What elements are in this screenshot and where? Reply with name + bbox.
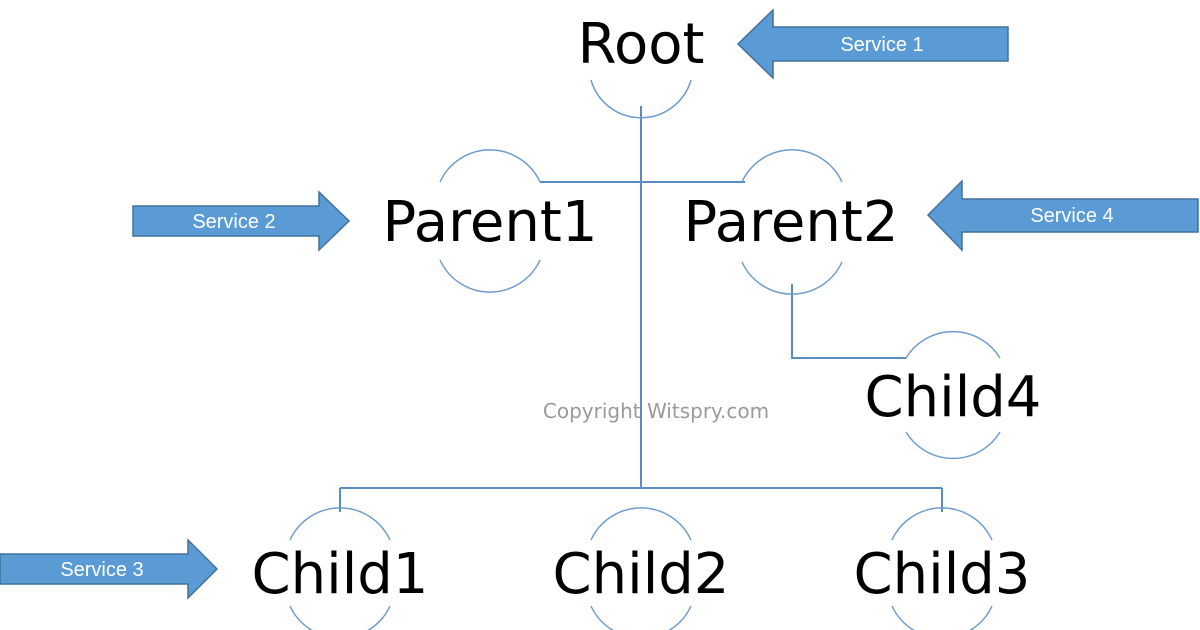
connectors <box>339 106 943 512</box>
right-arrow-icon <box>0 538 219 600</box>
node-labels: Root Parent1 Parent2 Child4 Child1 Child… <box>252 12 1042 607</box>
service-4-label: Service 4 <box>1030 205 1113 227</box>
service-2-arrow: Service 2 <box>132 190 351 252</box>
parent2-arc-top <box>741 149 843 183</box>
parent2-arc-bottom <box>741 261 843 295</box>
node-child4: Child4 <box>865 365 1042 430</box>
root-arc <box>590 79 692 119</box>
node-child2: Child2 <box>553 542 730 607</box>
service-2-label: Service 2 <box>192 211 275 233</box>
child4-arc-top <box>905 330 1001 359</box>
service-1-label: Service 1 <box>840 34 923 56</box>
node-arcs <box>289 79 1001 630</box>
left-arrow-icon <box>736 8 1009 80</box>
node-parent2: Parent2 <box>684 190 899 255</box>
right-arrow-icon <box>132 190 351 252</box>
copyright-watermark: Copyright Witspry.com <box>543 399 769 423</box>
child4-arc-bottom <box>905 431 1001 460</box>
node-parent1: Parent1 <box>383 190 598 255</box>
child1-arc-bottom <box>289 605 391 630</box>
node-child3: Child3 <box>854 542 1031 607</box>
child2-arc-top <box>590 507 692 541</box>
child1-arc-top <box>289 507 391 541</box>
left-arrow-icon <box>926 179 1199 252</box>
service-4-arrow: Service 4 <box>926 179 1199 252</box>
node-root: Root <box>578 12 705 77</box>
child2-arc-bottom <box>590 605 692 630</box>
child3-arc-top <box>891 507 993 541</box>
service-1-arrow: Service 1 <box>736 8 1009 80</box>
child3-arc-bottom <box>891 605 993 630</box>
parent1-arc-bottom <box>439 259 541 293</box>
connector-parent2-child4 <box>791 284 906 359</box>
service-3-label: Service 3 <box>60 559 143 581</box>
parent1-arc-top <box>439 149 541 183</box>
node-child1: Child1 <box>252 542 429 607</box>
service-3-arrow: Service 3 <box>0 538 219 600</box>
